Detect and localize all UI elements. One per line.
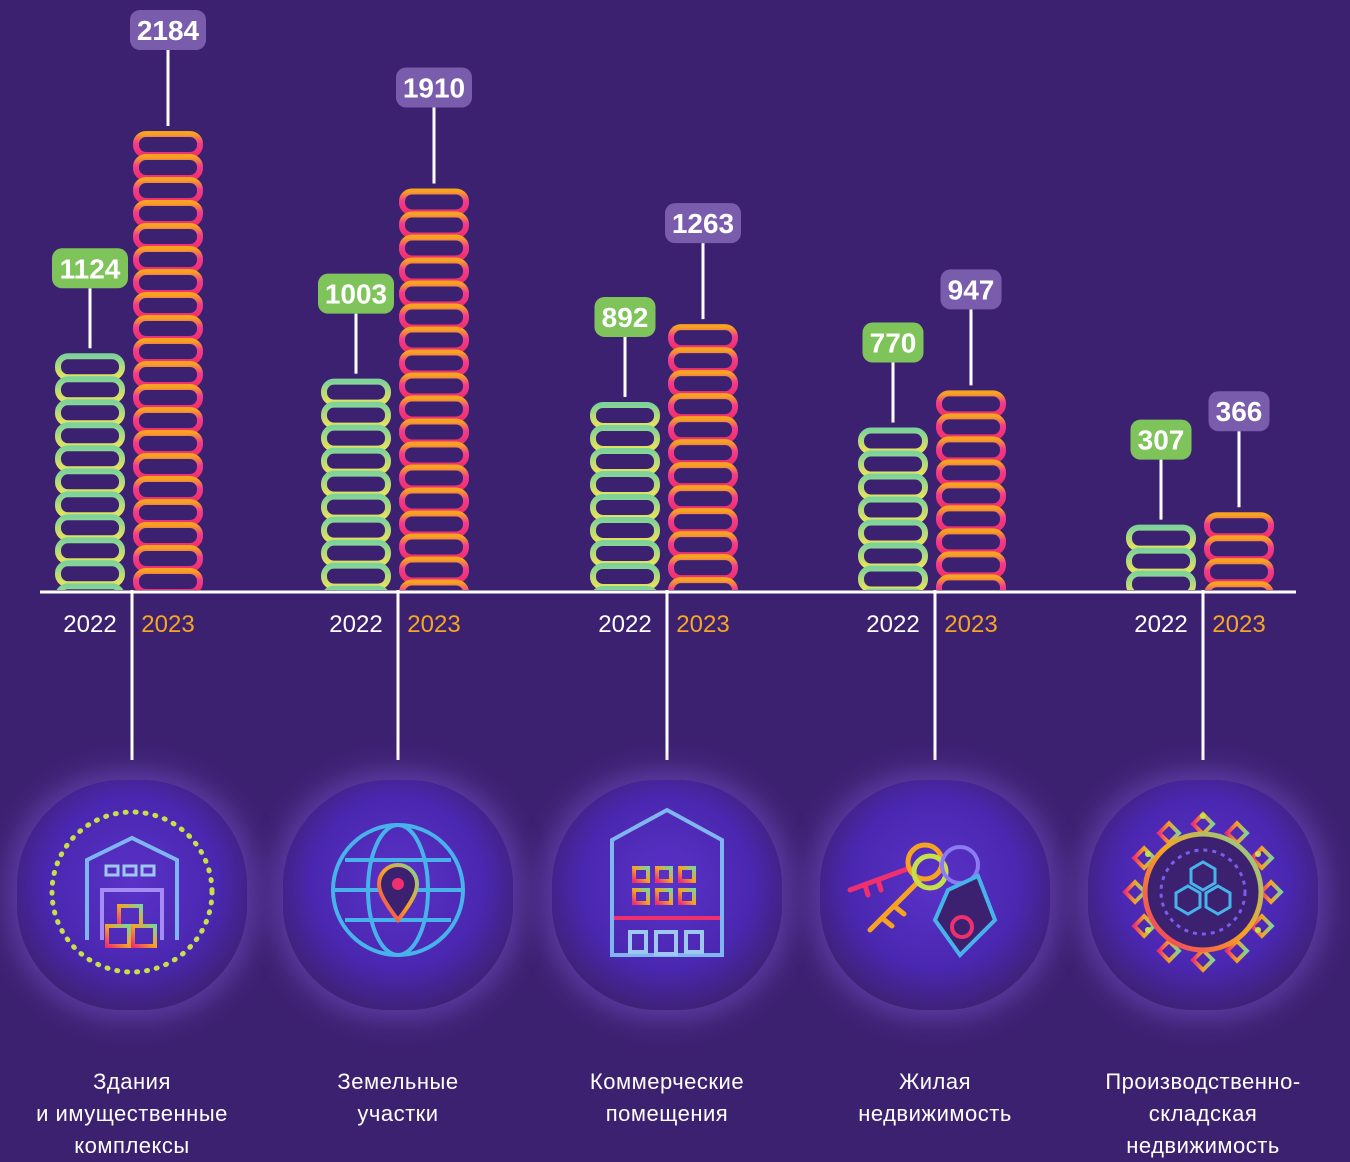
value-label-2022-0: 1124 (52, 248, 128, 289)
svg-text:2184: 2184 (137, 15, 200, 46)
value-label-2023-1: 1910 (396, 67, 472, 108)
year-label-2023: 2023 (407, 611, 460, 638)
warehouse-boxes-icon (17, 780, 247, 1010)
office-building-glyph (610, 807, 724, 957)
year-label-2022: 2022 (329, 611, 382, 638)
year-label-2022: 2022 (866, 611, 919, 638)
year-label-2023: 2023 (944, 611, 997, 638)
value-label-2022-4: 307 (1130, 419, 1192, 460)
keys-tag-icon (820, 780, 1050, 1010)
bar-2023-4 (1204, 512, 1274, 590)
office-building-icon (552, 780, 782, 1010)
bar-2022-3 (858, 427, 928, 590)
year-label-2023: 2023 (1212, 611, 1265, 638)
svg-text:1263: 1263 (672, 208, 734, 239)
value-label-2022-2: 892 (594, 296, 656, 337)
bar-2023-1 (399, 188, 469, 590)
svg-text:770: 770 (870, 328, 917, 359)
globe-location-glyph (331, 823, 465, 957)
warehouse-boxes-glyph (49, 809, 215, 975)
svg-text:1003: 1003 (325, 279, 387, 310)
svg-text:892: 892 (602, 302, 649, 333)
year-label-2022: 2022 (63, 611, 116, 638)
svg-text:1124: 1124 (60, 253, 121, 284)
value-label-2023-0: 2184 (130, 10, 206, 50)
svg-text:947: 947 (948, 274, 995, 305)
gear-cubes-glyph (1122, 811, 1284, 973)
keys-tag-glyph (847, 842, 998, 959)
bar-2022-0 (55, 353, 125, 590)
svg-text:307: 307 (1138, 425, 1185, 456)
year-label-2022: 2022 (598, 611, 651, 638)
bar-2022-4 (1126, 524, 1196, 590)
svg-text:366: 366 (1216, 396, 1263, 427)
value-label-2022-3: 770 (862, 322, 924, 363)
bar-2022-1 (321, 378, 391, 590)
year-label-2023: 2023 (676, 611, 729, 638)
svg-text:1910: 1910 (403, 72, 465, 103)
bar-2023-2 (668, 324, 738, 590)
bar-2023-0 (133, 131, 203, 590)
category-label: Коммерческие помещения (589, 1069, 745, 1126)
category-label: Земельные участки (337, 1069, 459, 1126)
category-label: Жилая недвижимость (858, 1069, 1012, 1126)
bar-2022-2 (590, 401, 660, 591)
value-label-2023-2: 1263 (665, 203, 741, 244)
value-label-2023-3: 947 (940, 269, 1002, 310)
year-label-2023: 2023 (141, 611, 194, 638)
category-label: Производственно- складская недвижимость (1105, 1069, 1301, 1158)
year-label-2022: 2022 (1134, 611, 1187, 638)
value-label-2023-4: 366 (1208, 391, 1270, 432)
value-label-2022-1: 1003 (318, 273, 394, 314)
category-label: Здания и имущественные комплексы (36, 1069, 228, 1158)
bar-2023-3 (936, 390, 1006, 590)
